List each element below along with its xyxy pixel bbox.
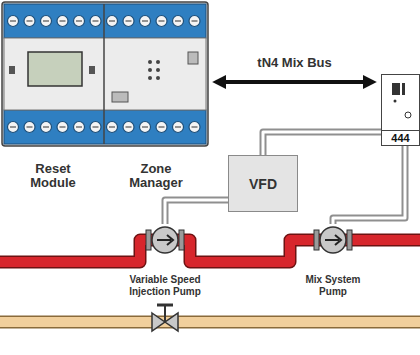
terminal-screw — [8, 122, 19, 133]
screw-slot — [76, 21, 82, 22]
screw-slot — [175, 21, 181, 22]
terminal-screw — [74, 16, 85, 27]
node-label: 444 — [382, 130, 419, 145]
terminal-screw — [189, 16, 200, 27]
screw-slot — [109, 21, 115, 22]
terminal-screw — [107, 16, 118, 27]
screw-slot — [60, 127, 66, 128]
screw-slot — [126, 127, 132, 128]
signal-wire — [263, 132, 381, 155]
screw-slot — [27, 21, 33, 22]
thermostat-444: 444 — [381, 74, 420, 146]
pipes — [0, 240, 420, 322]
screw-slot — [142, 127, 148, 128]
screw-slot — [60, 21, 66, 22]
screw-slot — [109, 127, 115, 128]
screw-slot — [192, 21, 198, 22]
controller-device — [2, 2, 208, 146]
zone-manager: Zone Manager — [104, 2, 208, 192]
terminal-screw — [140, 122, 151, 133]
terminal-screw — [24, 16, 35, 27]
terminal-screw — [90, 16, 101, 27]
screw-slot — [192, 127, 198, 128]
screw-slot — [10, 127, 16, 128]
screw-slot — [126, 21, 132, 22]
terminal-screw — [24, 122, 35, 133]
reset-module: Reset Module — [2, 2, 104, 192]
node-label: VFD — [249, 176, 277, 192]
terminal-screw — [156, 122, 167, 133]
terminal-screw — [57, 122, 68, 133]
screw-slot — [142, 21, 148, 22]
terminal-screw — [74, 122, 85, 133]
screw-slot — [43, 127, 49, 128]
screw-slot — [76, 127, 82, 128]
terminal-screw — [107, 122, 118, 133]
screw-slot — [159, 21, 165, 22]
pump-symbol — [283, 224, 383, 270]
terminal-screw — [8, 16, 19, 27]
terminal-screw — [123, 122, 134, 133]
supply-pipe-outline — [0, 240, 420, 262]
screw-slot — [10, 21, 16, 22]
node-label: Zone Manager — [121, 162, 191, 192]
injection-pump: Variable Speed Injection Pump — [115, 224, 215, 298]
terminal-screw — [173, 122, 184, 133]
terminal-screw — [90, 122, 101, 133]
terminal-screw — [57, 16, 68, 27]
return-pipe-outline — [0, 316, 420, 329]
vfd-box: VFD — [228, 155, 298, 212]
terminal-screw — [41, 16, 52, 27]
signal-wire — [333, 146, 405, 224]
screw-slot — [93, 127, 99, 128]
valve-symbol — [152, 305, 178, 331]
pump-symbol — [115, 224, 215, 270]
thermostat-face — [386, 75, 416, 125]
terminal-screw — [156, 16, 167, 27]
supply-pipe — [0, 240, 420, 262]
screw-slot — [159, 127, 165, 128]
node-label: Mix System Pump — [298, 274, 368, 298]
node-label: Reset Module — [18, 162, 88, 192]
screw-slot — [27, 127, 33, 128]
terminal-screw — [173, 16, 184, 27]
screw-slot — [175, 127, 181, 128]
screw-slot — [43, 21, 49, 22]
terminal-screw — [140, 16, 151, 27]
mix-pump: Mix System Pump — [283, 224, 383, 298]
screw-slot — [93, 21, 99, 22]
bus-arrow — [222, 82, 367, 83]
terminal-screw — [123, 16, 134, 27]
return-pipe — [0, 317, 420, 327]
node-label: Variable Speed Injection Pump — [122, 274, 208, 298]
bus-label: tN4 Mix Bus — [254, 55, 334, 70]
signal-wire — [165, 200, 228, 224]
terminal-screw — [189, 122, 200, 133]
terminal-screw — [41, 122, 52, 133]
